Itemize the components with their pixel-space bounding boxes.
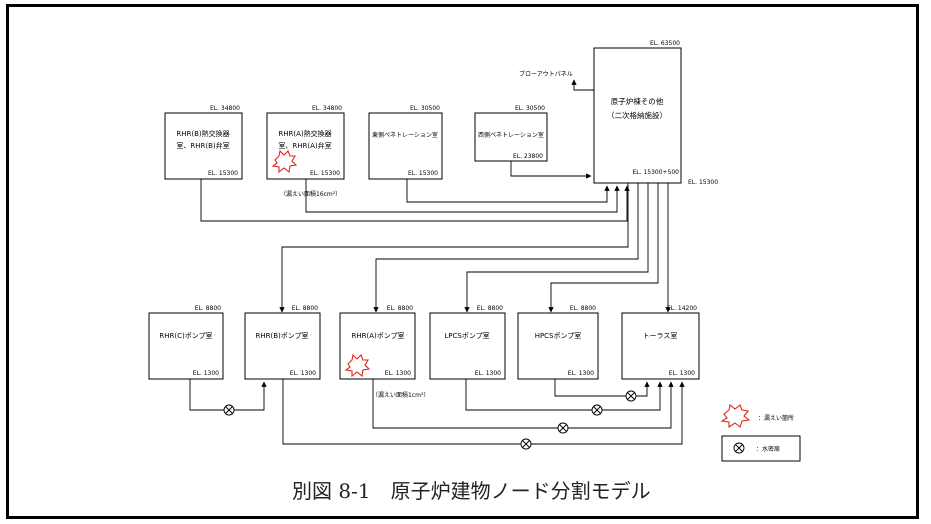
reactor-el-bottom: EL. 15300+500 bbox=[632, 169, 679, 176]
legend-leak-label: ：漏えい箇所 bbox=[758, 414, 794, 422]
room-el-bottom: EL. 1300 bbox=[193, 370, 219, 377]
reactor-building-node: EL. 63500 原子炉棟その他 （二次格納施設） EL. 15300+500… bbox=[593, 40, 718, 186]
leak-area-upper-label: （漏えい面積16cm²） bbox=[280, 190, 341, 198]
room-el-bottom: EL. 15300 bbox=[310, 170, 340, 177]
watertight-door-icon bbox=[625, 390, 637, 402]
room-el-bottom: EL. 1300 bbox=[385, 370, 411, 377]
watertight-door-icon bbox=[591, 404, 603, 416]
room-torus: EL. 14200 トーラス室 EL. 1300 bbox=[621, 305, 700, 380]
room-label: RHR(C)ポンプ室 bbox=[159, 331, 212, 340]
blowout-panel-label: ブローアウトパネル bbox=[519, 70, 573, 78]
room-el-top: EL. 8800 bbox=[195, 305, 221, 312]
room-west-penetration: EL. 30500 西側ペネトレーション室 EL. 23800 bbox=[474, 105, 548, 162]
room-rhr-b-hx: EL. 34800 RHR(B)熱交換器 室、RHR(B)弁室 EL. 1530… bbox=[164, 105, 243, 180]
watertight-door-icon bbox=[557, 422, 569, 434]
room-label-line2: 室、RHR(B)弁室 bbox=[176, 141, 229, 150]
room-el-top: EL. 8800 bbox=[570, 305, 596, 312]
room-el-bottom: EL. 1300 bbox=[290, 370, 316, 377]
room-el-bottom: EL. 23800 bbox=[513, 153, 543, 160]
room-el-top: EL. 30500 bbox=[410, 105, 440, 112]
room-label-line1: 西側ペネトレーション室 bbox=[478, 131, 544, 139]
room-label: RHR(B)ポンプ室 bbox=[255, 331, 308, 340]
leak-area-lower-label: （漏えい面積1cm²） bbox=[372, 391, 429, 399]
room-label: トーラス室 bbox=[643, 331, 678, 340]
watertight-door-icon bbox=[223, 404, 235, 416]
room-label-line1: RHR(A)熱交換器 bbox=[278, 129, 331, 138]
room-label: LPCSポンプ室 bbox=[444, 331, 489, 340]
room-el-top: EL. 34800 bbox=[210, 105, 240, 112]
room-el-top: EL. 8800 bbox=[387, 305, 413, 312]
room-el-bottom: EL. 1300 bbox=[475, 370, 501, 377]
room-label: HPCSポンプ室 bbox=[535, 331, 582, 340]
room-rhr-c-pump: EL. 8800 RHR(C)ポンプ室 EL. 1300 bbox=[148, 305, 224, 380]
watertight-door-icon bbox=[520, 438, 532, 450]
room-label-line2: 室、RHR(A)弁室 bbox=[278, 141, 331, 150]
room-rhr-a-hx: EL. 34800 RHR(A)熱交換器 室、RHR(A)弁室 EL. 1530… bbox=[266, 105, 345, 180]
room-label-line1: RHR(B)熱交換器 bbox=[176, 129, 229, 138]
room-el-bottom: EL. 1300 bbox=[669, 370, 695, 377]
room-rhr-a-pump: EL. 8800 RHR(A)ポンプ室 EL. 1300 bbox=[339, 305, 416, 380]
upper-flow-paths bbox=[200, 161, 630, 222]
room-el-top: EL. 8800 bbox=[477, 305, 503, 312]
burst-icon bbox=[271, 149, 298, 174]
room-el-top: EL. 14200 bbox=[667, 305, 697, 312]
room-lpcs-pump: EL. 8800 LPCSポンプ室 EL. 1300 bbox=[429, 305, 506, 380]
burst-icon bbox=[344, 353, 371, 378]
room-rhr-b-pump: EL. 8800 RHR(B)ポンプ室 EL. 1300 bbox=[244, 305, 321, 380]
room-hpcs-pump: EL. 8800 HPCSポンプ室 EL. 1300 bbox=[517, 305, 599, 380]
reactor-label-line1: 原子炉棟その他 bbox=[611, 96, 664, 106]
watertight-door-icon bbox=[733, 442, 745, 454]
room-el-bottom: EL. 15300 bbox=[208, 170, 238, 177]
legend: ：漏えい箇所 ：水密扉 bbox=[720, 404, 801, 462]
legend-door-label: ：水密扉 bbox=[756, 445, 780, 453]
blowout-arrow bbox=[571, 79, 594, 91]
room-el-bottom: EL. 1300 bbox=[568, 370, 594, 377]
room-east-penetration: EL. 30500 東側ペネトレーション室 EL. 15300 bbox=[368, 105, 443, 180]
room-el-top: EL. 34800 bbox=[312, 105, 342, 112]
burst-icon bbox=[720, 404, 751, 429]
room-label: RHR(A)ポンプ室 bbox=[351, 331, 404, 340]
room-el-bottom: EL. 15300 bbox=[408, 170, 438, 177]
room-label-line1: 東側ペネトレーション室 bbox=[372, 131, 438, 139]
lower-flow-paths bbox=[279, 183, 671, 313]
room-el-top: EL. 8800 bbox=[292, 305, 318, 312]
reactor-el-side: EL. 15300 bbox=[688, 179, 718, 186]
reactor-label-line2: （二次格納施設） bbox=[607, 110, 667, 120]
figure-caption: 別図 8-1 原子炉建物ノード分割モデル bbox=[292, 479, 651, 503]
bottom-flow-paths bbox=[189, 379, 685, 445]
room-el-top: EL. 30500 bbox=[515, 105, 545, 112]
figure-frame bbox=[6, 4, 919, 519]
reactor-el-top: EL. 63500 bbox=[650, 40, 680, 47]
